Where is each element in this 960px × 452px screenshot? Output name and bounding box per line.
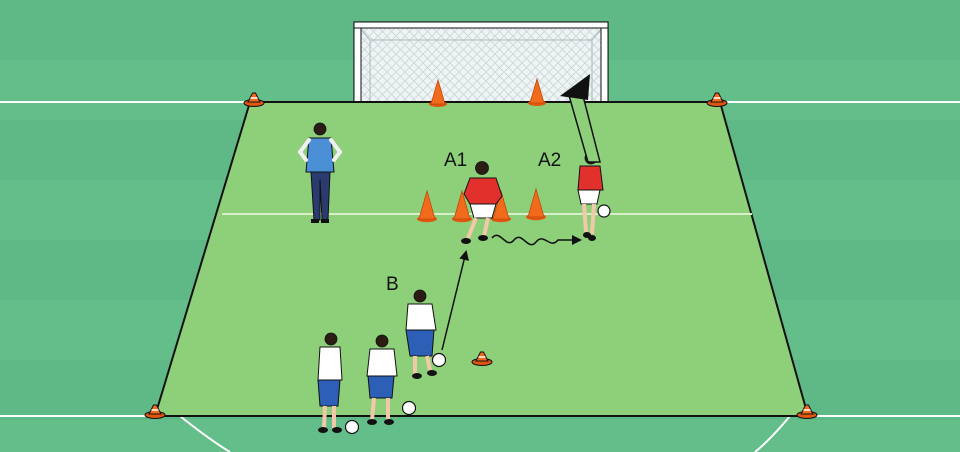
drill-area xyxy=(155,102,808,416)
ball-icon xyxy=(598,205,610,217)
ball-icon xyxy=(403,402,416,415)
ball-icon xyxy=(346,421,359,434)
label-a1: A1 xyxy=(444,150,467,171)
label-a2: A2 xyxy=(538,150,561,171)
label-b: B xyxy=(386,274,399,295)
ball-icon xyxy=(433,354,446,367)
